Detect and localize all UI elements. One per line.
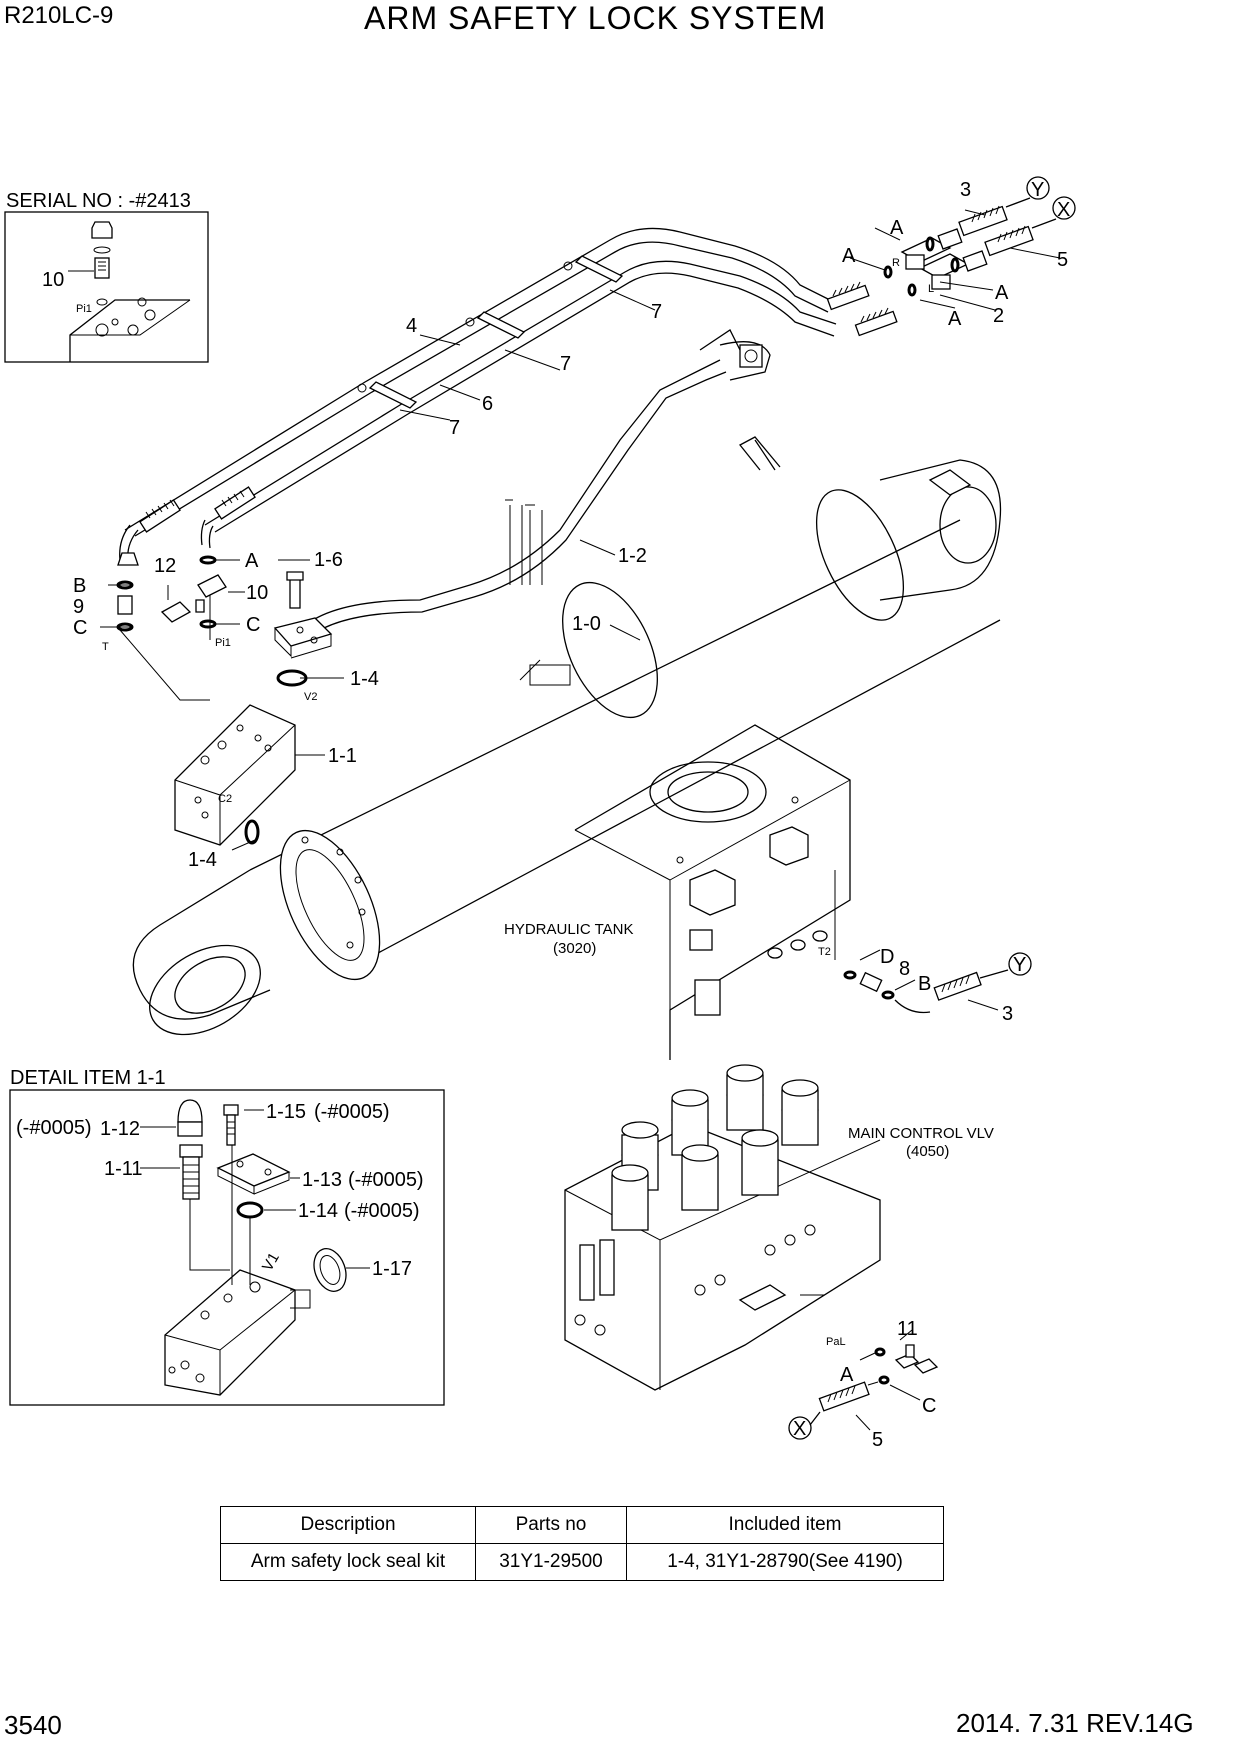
callout-1-6: 1-6 xyxy=(314,549,343,571)
valve-block-1-1 xyxy=(119,580,308,846)
left-fittings xyxy=(100,552,344,679)
callout-1-2: 1-2 xyxy=(618,545,647,567)
callout-11: 11 xyxy=(897,1318,918,1340)
pipe-1-2 xyxy=(273,329,771,659)
table-header-cell: Description xyxy=(220,1506,476,1544)
callout-pal: PaL xyxy=(826,1336,846,1348)
callout-a-1: A xyxy=(890,217,904,239)
callout-a-2: A xyxy=(842,245,856,267)
detail-inset-title: DETAIL ITEM 1-1 xyxy=(10,1067,166,1089)
callout-1-4-b: 1-4 xyxy=(188,849,217,871)
callout-t: T xyxy=(102,641,109,653)
callout-6: 6 xyxy=(482,393,493,415)
serial-inset-port-pi1: Pi1 xyxy=(76,303,92,315)
callout-b-2: B xyxy=(918,973,931,995)
callout-8: 8 xyxy=(899,958,910,980)
detail-1-11: 1-11 xyxy=(104,1158,143,1180)
table-header-cell: Parts no xyxy=(475,1506,627,1544)
page-number: 3540 xyxy=(4,1710,62,1740)
callout-12: 12 xyxy=(154,555,176,577)
serial-inset-title: SERIAL NO : -#2413 xyxy=(6,190,191,212)
callout-1-1: 1-1 xyxy=(328,745,357,767)
callout-9: 9 xyxy=(73,596,84,618)
callout-2: 2 xyxy=(993,305,1004,327)
callout-5-top: 5 xyxy=(1057,249,1068,271)
detail-1-13-note: (-#0005) xyxy=(348,1169,424,1191)
serial-inset-item-10: 10 xyxy=(42,269,64,291)
callout-3-low: 3 xyxy=(1002,1003,1013,1025)
callout-x-low: X xyxy=(793,1418,806,1440)
serial-inset: SERIAL NO : -#2413 10 Pi1 xyxy=(4,190,209,363)
callout-v2: V2 xyxy=(304,691,317,703)
callout-4: 4 xyxy=(406,315,417,337)
detail-1-12-prefix: (-#0005) xyxy=(16,1117,92,1139)
callout-y-low: Y xyxy=(1013,954,1026,976)
hydraulic-tank xyxy=(574,724,851,1060)
detail-1-17: 1-17 xyxy=(372,1258,412,1280)
main-control-number: (4050) xyxy=(906,1143,949,1160)
detail-1-12: 1-12 xyxy=(100,1118,140,1140)
arm-pipes xyxy=(119,227,898,563)
callout-b-1: B xyxy=(73,575,86,597)
callout-t2: T2 xyxy=(818,946,831,958)
callout-7-c: 7 xyxy=(449,417,460,439)
detail-1-14: 1-14 xyxy=(298,1200,338,1222)
callout-pi1: Pi1 xyxy=(215,637,231,649)
tank-return-fittings xyxy=(834,870,1032,1014)
callout-7-b: 7 xyxy=(560,353,571,375)
callout-7-a: 7 xyxy=(651,301,662,323)
detail-port-v1: V1 xyxy=(259,1250,283,1274)
upper-right-fittings xyxy=(883,176,1076,297)
table-header-cell: Included item xyxy=(626,1506,944,1544)
arm-cylinder xyxy=(132,436,1002,1036)
callout-c-1: C xyxy=(73,617,87,639)
callout-y-top: Y xyxy=(1031,179,1044,201)
callout-r: R xyxy=(892,257,900,269)
detail-1-14-note: (-#0005) xyxy=(344,1200,420,1222)
table-header-row: Description Parts no Included item xyxy=(220,1506,944,1544)
callout-a-5: A xyxy=(245,550,259,572)
main-control-valve xyxy=(564,1064,881,1391)
detail-inset-labels: (-#0005) 1-12 1-11 1-15 (-#0005) 1-13 (-… xyxy=(16,1101,424,1280)
callout-c-2: C xyxy=(246,614,260,636)
table-cell-included-item: 1-4, 31Y1-28790(See 4190) xyxy=(626,1543,944,1581)
detail-1-13: 1-13 xyxy=(302,1169,342,1191)
callout-x-top: X xyxy=(1057,199,1070,221)
detail-1-15: 1-15 xyxy=(266,1101,306,1123)
callout-d: D xyxy=(880,946,894,968)
mcv-fittings xyxy=(788,1344,939,1440)
revision-date: 2014. 7.31 REV.14G xyxy=(956,1708,1194,1738)
callout-l: L xyxy=(928,283,934,295)
callout-1-0: 1-0 xyxy=(572,613,601,635)
hydraulic-tank-number: (3020) xyxy=(553,940,596,957)
callout-1-4-a: 1-4 xyxy=(350,668,379,690)
detail-1-15-note: (-#0005) xyxy=(314,1101,390,1123)
callout-3-top: 3 xyxy=(960,179,971,201)
leader-lines xyxy=(231,209,1061,1431)
table-cell-parts-no: 31Y1-29500 xyxy=(475,1543,627,1581)
table-cell-description: Arm safety lock seal kit xyxy=(220,1543,476,1581)
hydraulic-tank-label: HYDRAULIC TANK xyxy=(504,921,633,938)
callout-c-3: C xyxy=(922,1395,936,1417)
callout-10: 10 xyxy=(246,582,268,604)
page-title: ARM SAFETY LOCK SYSTEM xyxy=(364,0,827,36)
detail-inset: DETAIL ITEM 1-1 xyxy=(9,1067,445,1406)
callout-labels: 3 Y X 5 A A A A R L 2 7 7 7 4 6 1-2 1-0 … xyxy=(73,179,1070,1451)
callout-5-low: 5 xyxy=(872,1429,883,1451)
callout-c2: C2 xyxy=(218,793,232,805)
main-control-label: MAIN CONTROL VLV xyxy=(848,1125,994,1142)
model-number: R210LC-9 xyxy=(4,2,114,29)
seal-kit-table: Description Parts no Included item Arm s… xyxy=(220,1506,944,1581)
callout-a-4: A xyxy=(948,308,962,330)
callout-a-3: A xyxy=(995,282,1009,304)
table-row: Arm safety lock seal kit 31Y1-29500 1-4,… xyxy=(220,1543,944,1581)
callout-a-6: A xyxy=(840,1364,854,1386)
